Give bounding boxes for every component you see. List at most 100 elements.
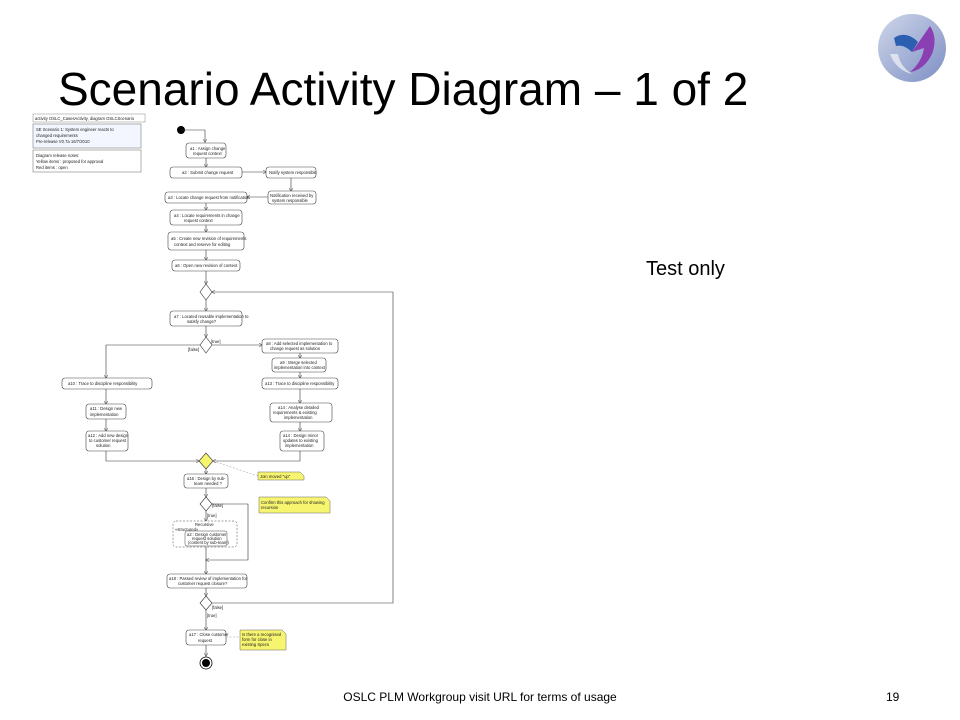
svg-text:[false]: [false] (212, 605, 223, 610)
action-a15: a14 : Design minor updates to existing i… (279, 430, 325, 452)
end-node (199, 656, 213, 670)
svg-text:recursion: recursion (261, 505, 279, 510)
svg-text:[true]: [true] (211, 339, 221, 344)
action-a1: a1 : Assign change request context (185, 142, 227, 159)
svg-text:request: request (198, 638, 213, 643)
svg-text:a4 : Locate requirements in ch: a4 : Locate requirements in change (174, 213, 240, 218)
svg-text:a18 : Passed review of impleme: a18 : Passed review of implementation fo… (169, 576, 248, 581)
action-a10: a10 : Trace to discipline responsibility (61, 377, 153, 390)
svg-text:changed requirements: changed requirements (36, 133, 78, 138)
action-a2: a2 : Submit change request (169, 166, 243, 179)
scenario-note: SE Scenario 1: System engineer reacts to… (32, 123, 142, 149)
svg-text:team needed ?: team needed ? (194, 481, 223, 486)
action-a18: a18 : Passed review of implementation fo… (166, 573, 248, 589)
svg-text:implementation: implementation (90, 412, 119, 417)
svg-text:(content by sub-team): (content by sub-team) (188, 540, 229, 545)
svg-text:Diagram release notes:: Diagram release notes: (36, 153, 79, 158)
svg-text:a16 : Design by sub-: a16 : Design by sub- (187, 476, 226, 481)
svg-text:a12 : Add new design: a12 : Add new design (88, 433, 129, 438)
svg-text:request context: request context (184, 218, 213, 223)
test-only-note: Test only (646, 258, 725, 280)
join-node (198, 452, 214, 470)
svg-text:Notify system responsible: Notify system responsible (269, 170, 317, 175)
svg-text:request context: request context (193, 151, 222, 156)
svg-text:Join moved "up": Join moved "up" (260, 474, 291, 479)
decision-review (199, 595, 213, 611)
svg-text:[true]: [true] (207, 513, 217, 518)
svg-text:a13 : Trace to discipline resp: a13 : Trace to discipline responsibility (265, 381, 335, 386)
svg-text:a14 : Analyse detailed: a14 : Analyse detailed (278, 405, 320, 410)
svg-text:«structured»: «structured» (175, 527, 199, 532)
svg-text:a5 : Create new revision of re: a5 : Create new revision of requirements (171, 236, 246, 241)
svg-text:implementation: implementation (285, 443, 314, 448)
svg-text:existing Specs: existing Specs (242, 642, 269, 647)
action-a12: a12 : Add new design to customer request… (85, 430, 129, 452)
action-a4: a4 : Locate requirements in change reque… (169, 209, 243, 226)
action-a3: a3 : Locate change request from notifica… (164, 191, 250, 204)
diagram-header: activity OSLC_CasesActivity, diagram OSL… (32, 113, 146, 123)
svg-text:[true]: [true] (207, 613, 217, 618)
action-a5: a5 : Create new revision of requirements… (167, 231, 246, 251)
svg-text:activity OSLC_CasesActivity, d: activity OSLC_CasesActivity, diagram OSL… (35, 116, 135, 121)
svg-text:Notification received by: Notification received by (270, 193, 314, 198)
svg-text:system responsible: system responsible (272, 198, 309, 203)
svg-text:a6 : Open new revision of cont: a6 : Open new revision of context (175, 263, 238, 268)
svg-text:satisfy change?: satisfy change? (187, 319, 217, 324)
svg-text:implementation: implementation (284, 415, 313, 420)
svg-text:a11 : Design new: a11 : Design new (90, 406, 123, 411)
action-a8: a8 : Add selected implementation to chan… (261, 338, 339, 354)
svg-text:a7 : Located reusable implemen: a7 : Located reusable implementation to (174, 314, 249, 319)
svg-text:a14 : Design minor: a14 : Design minor (283, 433, 319, 438)
svg-text:a17 : Close customer: a17 : Close customer (189, 632, 229, 637)
oslc-logo (878, 14, 946, 82)
svg-text:[false]: [false] (188, 347, 199, 352)
svg-text:Pre-release V0.7a 16/7/2010: Pre-release V0.7a 16/7/2010 (36, 139, 90, 144)
svg-text:a3 : Locate change request fro: a3 : Locate change request from notifica… (168, 195, 250, 200)
svg-text:solution: solution (96, 443, 111, 448)
svg-text:a1 : Assign change: a1 : Assign change (190, 146, 226, 151)
action-a7: a7 : Located reusable implementation to … (169, 310, 249, 327)
svg-text:a8 : Add selected implementati: a8 : Add selected implementation to (266, 341, 333, 346)
svg-text:customer request closure?: customer request closure? (178, 581, 228, 586)
decision-subteam (199, 496, 213, 512)
action-a6: a6 : Open new revision of context (171, 259, 241, 272)
action-a13: a13 : Trace to discipline responsibility (261, 377, 339, 390)
yellow-note-confirm: Confirm this approach for showing recurs… (258, 496, 331, 514)
slide-footer: OSLC PLM Workgroup visit URL for terms o… (343, 690, 617, 704)
action-a11: a11 : Design new implementation (85, 403, 127, 420)
svg-text:change request as solution: change request as solution (270, 346, 321, 351)
svg-text:requirements & existing: requirements & existing (273, 410, 317, 415)
svg-text:Red items : open: Red items : open (36, 165, 68, 170)
svg-text:form for close in: form for close in (242, 637, 272, 642)
action-a14: a14 : Analyse detailed requirements & ex… (269, 402, 333, 423)
svg-text:Is there a recognised: Is there a recognised (242, 632, 282, 637)
svg-text:Recursive: Recursive (195, 522, 214, 527)
action-notification: Notification received by system responsi… (267, 190, 317, 205)
decision-node (199, 336, 213, 354)
recursive-region: Recursive «structured» a2 : Design custo… (172, 520, 238, 548)
svg-text:Confirm this approach for show: Confirm this approach for showing (261, 500, 325, 505)
merge-node (199, 283, 213, 301)
action-notify: Notify system responsible (265, 166, 317, 179)
action-a17: a17 : Close customer request (185, 629, 229, 646)
svg-text:a2 : Submit change request: a2 : Submit change request (182, 170, 234, 175)
svg-text:Yellow items : proposed for ap: Yellow items : proposed for approval (36, 159, 103, 164)
slide-title: Scenario Activity Diagram – 1 of 2 (58, 63, 749, 115)
action-a16: a16 : Design by sub- team needed ? (183, 473, 229, 489)
action-a9: a9 : Merge selected implementation into … (271, 357, 327, 373)
svg-text:a10 : Trace to discipline resp: a10 : Trace to discipline responsibility (68, 381, 138, 386)
yellow-note-join-moved: Join moved "up" (257, 471, 305, 481)
yellow-note-recognised: Is there a recognised form for close in … (239, 629, 287, 651)
svg-text:a2 : Design customer: a2 : Design customer (187, 532, 227, 537)
svg-text:a9 : Merge selected: a9 : Merge selected (280, 360, 317, 365)
svg-text:SE Scenario 1: System engineer: SE Scenario 1: System engineer reacts to (36, 127, 114, 132)
svg-text:implementation into context: implementation into context (274, 365, 326, 370)
svg-text:updates to existing: updates to existing (283, 438, 319, 443)
page-number: 19 (886, 690, 900, 704)
svg-text:context and reserve for editin: context and reserve for editing (174, 242, 231, 247)
svg-text:to customer request: to customer request (89, 438, 127, 443)
svg-text:request solution: request solution (192, 536, 222, 541)
release-note: Diagram release notes: Yellow items : pr… (32, 149, 142, 173)
svg-text:[false]: [false] (212, 503, 223, 508)
